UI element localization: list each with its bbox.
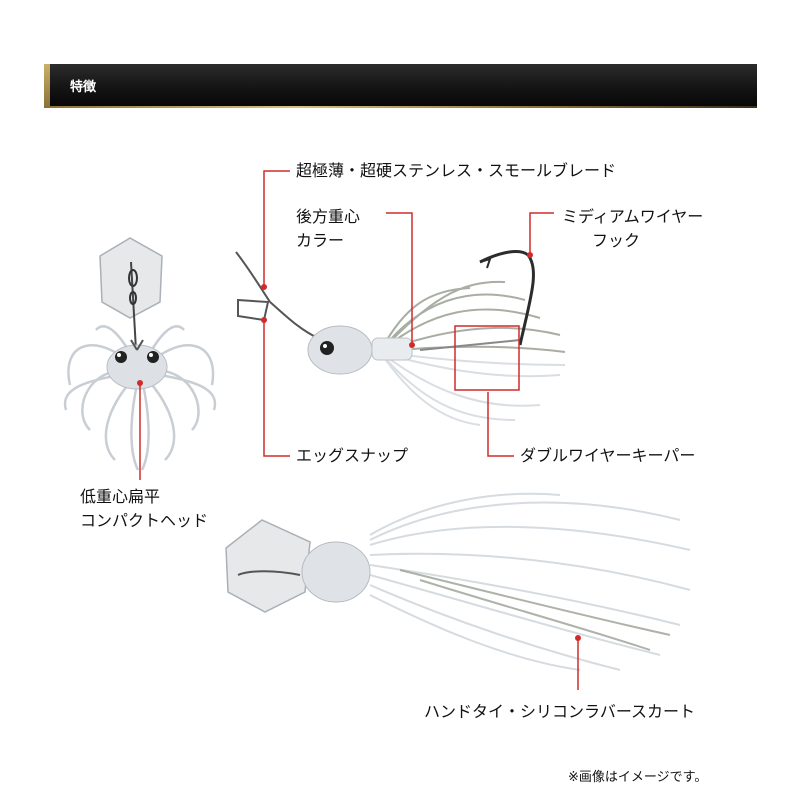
- label-hook-line1: ミディアムワイヤー: [562, 207, 704, 226]
- label-skirt: ハンドタイ・シリコンラバースカート: [424, 702, 696, 721]
- label-hook-line2: フック: [592, 231, 641, 250]
- footnote: ※画像はイメージです。: [568, 770, 708, 785]
- label-keeper: ダブルワイヤーキーパー: [520, 446, 696, 465]
- label-head-line2: コンパクトヘッド: [80, 511, 209, 530]
- label-snap: エッグスナップ: [296, 446, 409, 465]
- label-rear-weight-line1: 後方重心: [296, 207, 361, 226]
- bottom-lure: [225, 492, 691, 671]
- callout-lines: [137, 170, 581, 690]
- label-rear-weight-line2: カラー: [296, 231, 345, 250]
- header-gold-line: [44, 106, 757, 108]
- header-accent-bar: [44, 64, 50, 108]
- side-view-lure: [235, 250, 566, 426]
- label-head-line1: 低重心扁平: [80, 487, 161, 506]
- front-view-lure: [63, 237, 217, 471]
- section-title: 特徴: [70, 80, 97, 95]
- label-blade: 超極薄・超硬ステンレス・スモールブレード: [296, 161, 617, 180]
- section-header: 特徴: [44, 64, 757, 108]
